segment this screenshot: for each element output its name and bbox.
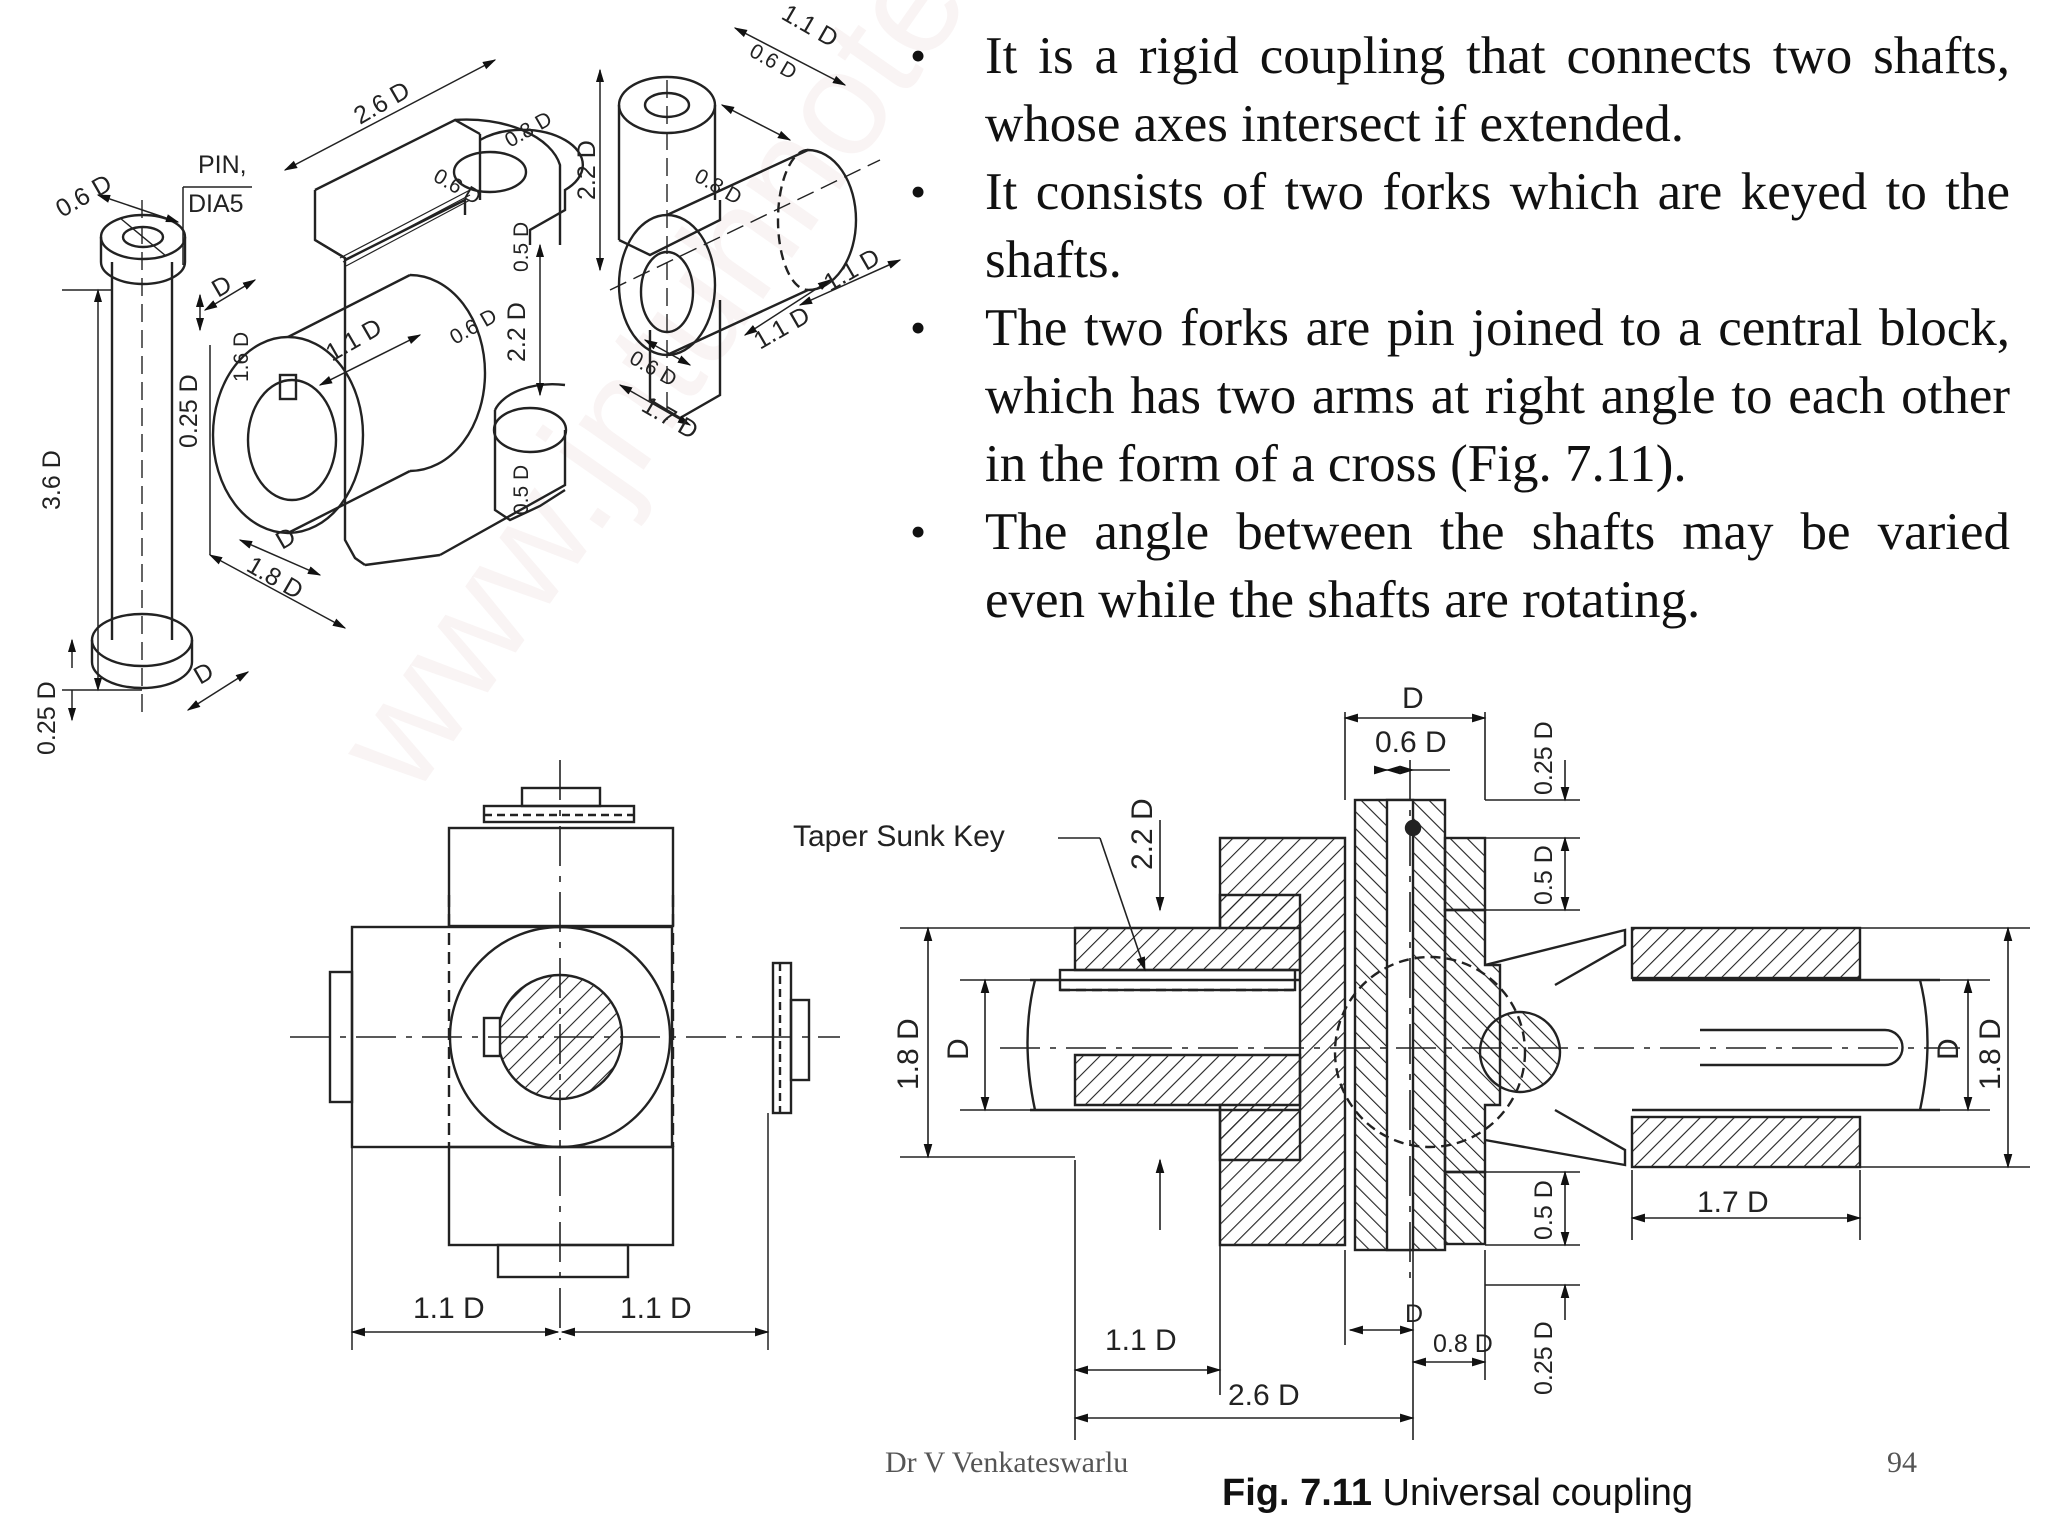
dim-label: 1.7 D	[1697, 1186, 1769, 1219]
bullet-list: It is a rigid coupling that connects two…	[890, 22, 2010, 634]
dim-label: 0.25 D	[1530, 721, 1558, 795]
figure-title: Universal coupling	[1382, 1472, 1694, 1514]
dim-label: 2.2 D	[1126, 798, 1159, 870]
dim-label: 0.8 D	[691, 164, 746, 209]
dim-label: D	[1405, 1300, 1423, 1328]
dim-label: 1.8 D	[892, 1018, 925, 1090]
isometric-exploded-view	[62, 27, 902, 722]
dim-label: 3.6 D	[38, 450, 66, 510]
dim-label: 2.2 D	[503, 302, 531, 362]
bullet-item: It consists of two forks which are keyed…	[890, 158, 2010, 294]
bullet-item: It is a rigid coupling that connects two…	[890, 22, 2010, 158]
dim-label: 1.6 D	[230, 332, 253, 382]
dim-label: 0.6 D	[746, 39, 801, 84]
dim-label: 1.7 D	[637, 391, 703, 445]
pin-label: PIN,	[198, 151, 247, 179]
figure-number: Fig. 7.11	[1222, 1472, 1372, 1514]
dim-label: D	[189, 657, 219, 690]
dim-label: 0.5 D	[510, 222, 533, 272]
dim-label: 0.5 D	[1530, 845, 1558, 905]
dim-label: 0.5 D	[1530, 1180, 1558, 1240]
bullet-item: The two forks are pin joined to a centra…	[890, 294, 2010, 498]
dim-label: 1.8 D	[1974, 1018, 2007, 1090]
end-view	[290, 760, 840, 1350]
dim-label: 1.8 D	[242, 551, 308, 605]
end-view-label-left: 1.1 D	[413, 1292, 485, 1325]
dim-label: 2.6 D	[349, 76, 415, 130]
dim-label: 1.1 D	[749, 301, 815, 355]
dim-label: 0.6 D	[446, 304, 501, 349]
dim-label: 1.1 D	[777, 0, 843, 53]
taper-key-label: Taper Sunk Key	[793, 820, 1005, 853]
dim-label: 0.25 D	[33, 681, 61, 755]
bullet-item: The angle between the shafts may be vari…	[890, 498, 2010, 634]
dim-label: 0.5 D	[510, 465, 533, 515]
dim-label: 0.25 D	[175, 374, 203, 448]
section-labels: Taper Sunk Key D 0.6 D 0.25 D 0.5 D 2.2 …	[793, 682, 2007, 1412]
dim-label: 0.6 D	[51, 169, 117, 223]
fork-part	[211, 118, 584, 567]
pin-dia-label: DIA5	[188, 190, 244, 218]
dim-label: 0.8 D	[1433, 1330, 1493, 1358]
dim-label: 2.6 D	[1228, 1379, 1300, 1412]
dim-label: D	[271, 522, 301, 555]
page-number: 94	[1887, 1446, 1917, 1479]
pin-part	[90, 200, 194, 720]
dim-label: 1.1 D	[1105, 1324, 1177, 1357]
dim-label: D	[207, 270, 237, 303]
dim-label: 1.1 D	[321, 313, 387, 367]
footer-author: Dr V Venkateswarlu	[885, 1446, 1129, 1479]
dim-label: D	[1402, 682, 1424, 715]
dim-label: 0.6 D	[1375, 726, 1447, 759]
figure-caption: Fig. 7.11 Universal coupling	[1222, 1472, 1693, 1515]
isometric-labels: PIN, DIA5 0.6 D 0.25 D 3.6 D 0.25 D D D …	[33, 0, 885, 755]
dim-label: D	[942, 1038, 975, 1060]
dim-label: D	[1932, 1038, 1965, 1060]
end-view-label-right: 1.1 D	[620, 1292, 692, 1325]
dim-label: 2.2 D	[573, 140, 601, 200]
dim-label: 0.25 D	[1530, 1321, 1558, 1395]
sectional-front-view	[900, 712, 2030, 1440]
